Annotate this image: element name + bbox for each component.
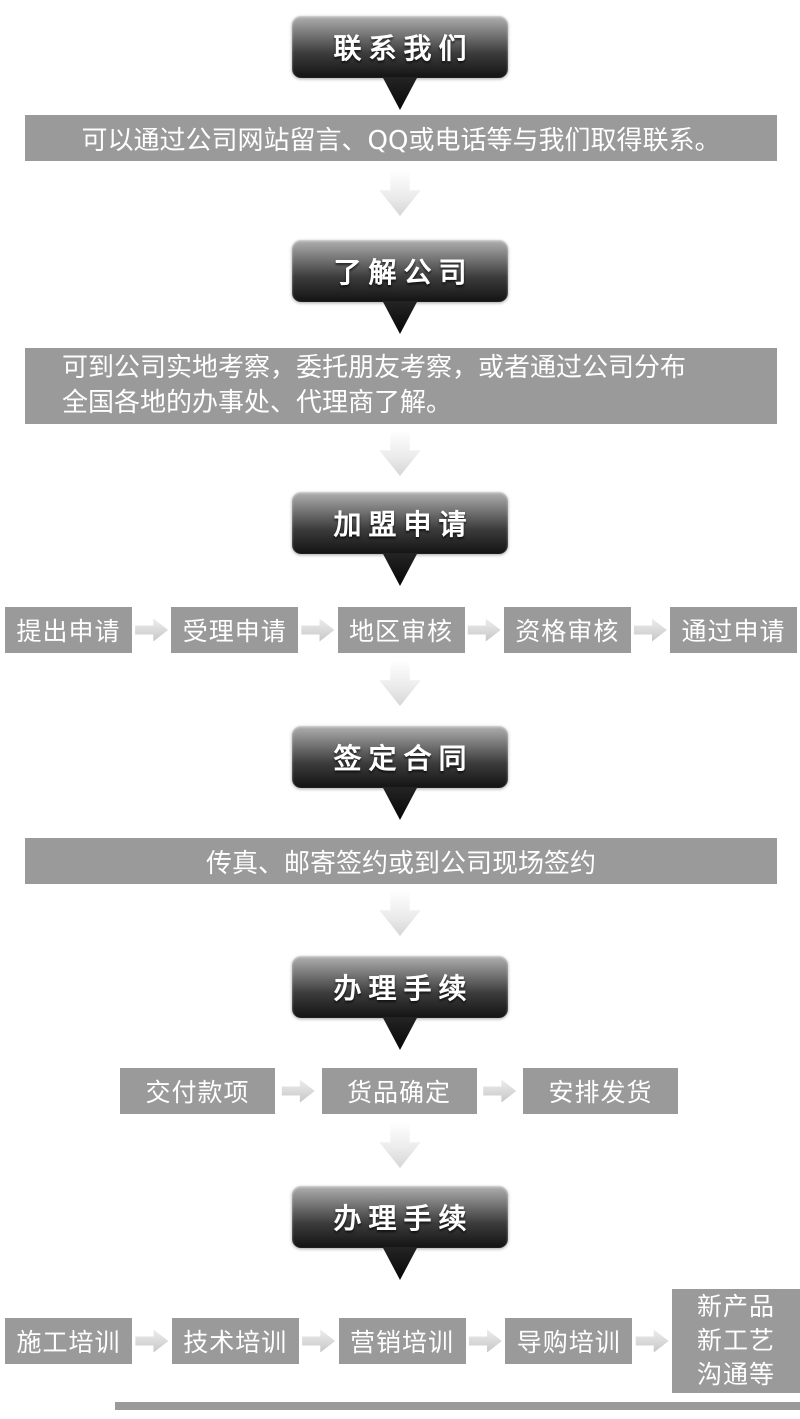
apply-step-label-1: 提出申请 — [16, 617, 121, 646]
procedure-step-label-1: 交付款项 — [145, 1078, 250, 1107]
training-step-label-2: 技术培训 — [183, 1328, 288, 1357]
apply-step-label-4: 资格审核 — [515, 617, 620, 646]
right-arrow-icon — [302, 1329, 336, 1353]
header-learn-button: 了解公司 — [292, 240, 508, 302]
apply-step-box-4: 资格审核 — [503, 607, 631, 653]
contact-description-bar: 可以通过公司网站留言、QQ或电话等与我们取得联系。 — [25, 115, 777, 161]
right-arrow-icon — [635, 1329, 669, 1353]
learn-description-line1: 可到公司实地考察，委托朋友考察，或者通过公司分布 — [62, 353, 687, 383]
header-apply: 加盟申请 — [292, 492, 508, 586]
learn-description-bar: 可到公司实地考察，委托朋友考察，或者通过公司分布 全国各地的办事处、代理商了解。 — [25, 348, 777, 424]
right-arrow-icon — [633, 618, 667, 642]
speech-tail-icon — [382, 77, 418, 110]
down-arrow-icon — [379, 1122, 421, 1168]
right-arrow-icon — [135, 618, 169, 642]
apply-step-box-3: 地区审核 — [337, 607, 465, 653]
training-step-label-5-line3: 沟通等 — [696, 1360, 775, 1389]
right-arrow-icon — [301, 618, 335, 642]
apply-step-box-2: 受理申请 — [171, 607, 299, 653]
procedure-step-label-2: 货品确定 — [346, 1078, 451, 1107]
header-contact-label: 联系我们 — [333, 32, 474, 65]
procedure-step-label-3: 安排发货 — [548, 1078, 653, 1107]
training-step-label-5-line1: 新产品 — [696, 1292, 775, 1321]
apply-steps-row: 提出申请 受理申请 地区审核 资格审核 通过申请 — [5, 607, 797, 653]
contract-description-bar: 传真、邮寄签约或到公司现场签约 — [25, 838, 777, 884]
apply-step-box-1: 提出申请 — [5, 607, 132, 653]
procedure-steps-row: 交付款项 货品确定 安排发货 — [120, 1068, 678, 1114]
apply-step-box-5: 通过申请 — [670, 607, 797, 653]
procedure-step-box-1: 交付款项 — [120, 1068, 275, 1114]
apply-step-label-3: 地区审核 — [348, 617, 453, 646]
training-step-label-1: 施工培训 — [16, 1328, 121, 1357]
training-step-box-3: 营销培训 — [338, 1318, 466, 1364]
training-step-label-4: 导购培训 — [516, 1328, 621, 1357]
procedure-step-box-2: 货品确定 — [321, 1068, 477, 1114]
training-step-label-3: 营销培训 — [349, 1328, 454, 1357]
apply-step-label-5: 通过申请 — [681, 617, 786, 646]
header-procedure-button: 办理手续 — [292, 956, 508, 1018]
right-arrow-icon — [281, 1079, 315, 1103]
down-arrow-icon — [379, 890, 421, 936]
header-contract-label: 签定合同 — [333, 742, 474, 775]
training-step-label-5-line2: 新工艺 — [696, 1326, 775, 1355]
training-step-box-4: 导购培训 — [505, 1318, 633, 1364]
training-step-box-1: 施工培训 — [5, 1318, 132, 1364]
down-arrow-icon — [379, 660, 421, 706]
apply-step-label-2: 受理申请 — [182, 617, 287, 646]
speech-tail-icon — [382, 1247, 418, 1280]
header-apply-label: 加盟申请 — [333, 508, 474, 541]
header-procedure-label: 办理手续 — [333, 972, 474, 1005]
speech-tail-icon — [382, 553, 418, 586]
header-contact: 联系我们 — [292, 16, 508, 110]
header-training-button: 办理手续 — [292, 1186, 508, 1248]
header-contract-button: 签定合同 — [292, 726, 508, 788]
header-training-label: 办理手续 — [333, 1202, 474, 1235]
header-training: 办理手续 — [292, 1186, 508, 1280]
procedure-step-box-3: 安排发货 — [523, 1068, 678, 1114]
speech-tail-icon — [382, 787, 418, 820]
training-step-box-5: 新产品 新工艺 沟通等 — [672, 1289, 800, 1393]
header-learn-label: 了解公司 — [333, 256, 474, 289]
contact-description-text: 可以通过公司网站留言、QQ或电话等与我们取得联系。 — [81, 125, 721, 156]
right-arrow-icon — [467, 618, 501, 642]
right-arrow-icon — [135, 1329, 169, 1353]
cutoff-next-section-bar — [115, 1402, 800, 1410]
training-step-box-2: 技术培训 — [171, 1318, 299, 1364]
training-steps-row: 施工培训 技术培训 营销培训 导购培训 新产品 新工艺 沟通等 — [5, 1288, 800, 1394]
header-contract: 签定合同 — [292, 726, 508, 820]
right-arrow-icon — [483, 1079, 517, 1103]
header-procedure: 办理手续 — [292, 956, 508, 1050]
learn-description-line2: 全国各地的办事处、代理商了解。 — [62, 388, 453, 418]
header-learn: 了解公司 — [292, 240, 508, 334]
header-contact-button: 联系我们 — [292, 16, 508, 78]
right-arrow-icon — [468, 1329, 502, 1353]
speech-tail-icon — [382, 301, 418, 334]
down-arrow-icon — [379, 430, 421, 476]
contract-description-text: 传真、邮寄签约或到公司现场签约 — [205, 848, 596, 879]
down-arrow-icon — [379, 170, 421, 216]
header-apply-button: 加盟申请 — [292, 492, 508, 554]
speech-tail-icon — [382, 1017, 418, 1050]
